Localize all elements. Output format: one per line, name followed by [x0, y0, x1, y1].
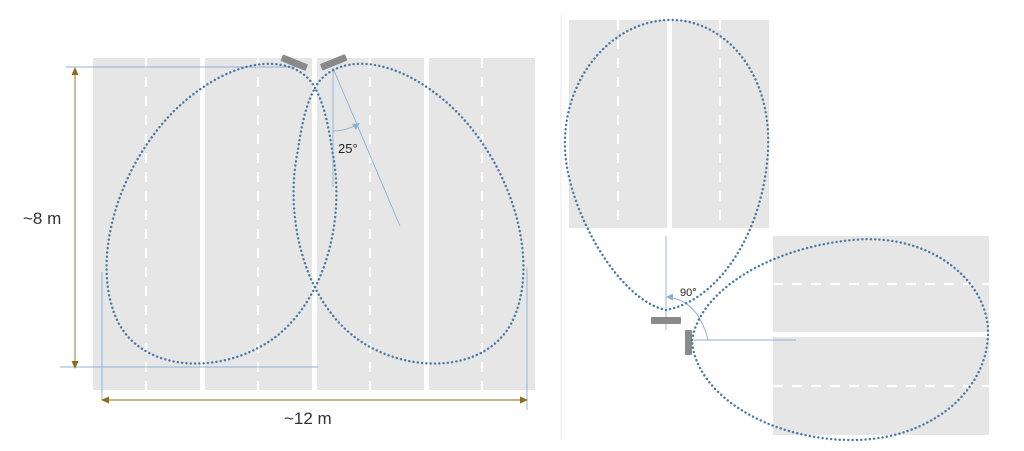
- arrowhead-left: [101, 396, 109, 404]
- coverage-zone-right: [292, 62, 525, 365]
- width-label: ~12 m: [284, 409, 332, 428]
- sensor-right: [320, 54, 348, 71]
- right-angle-indicator: 90°: [666, 287, 709, 341]
- arrowhead-down: [71, 361, 79, 369]
- parking-bay: [93, 58, 200, 390]
- left-parking-area: [93, 58, 535, 390]
- angle-label: 90°: [680, 287, 697, 299]
- parking-bay: [205, 58, 312, 390]
- right-diagram: 90°: [563, 18, 990, 442]
- parking-bay: [773, 337, 989, 435]
- coverage-zone-up: [563, 18, 770, 312]
- right-vertical-parking-area: [569, 20, 769, 228]
- arrowhead-right: [520, 396, 528, 404]
- left-sensors: [280, 54, 348, 71]
- parking-bay: [317, 58, 424, 390]
- angle-arrowhead: [352, 123, 360, 130]
- left-angle-indicator: 25°: [332, 67, 401, 227]
- tilted-axis-line: [332, 67, 401, 227]
- angle-arrowhead: [666, 293, 673, 301]
- height-label: ~8 m: [23, 209, 61, 228]
- left-diagram: ~8 m ~12 m 25°: [23, 54, 535, 428]
- left-dimensions: ~8 m ~12 m: [23, 66, 528, 428]
- right-horizontal-parking-area: [773, 236, 989, 435]
- arrowhead-up: [71, 67, 79, 75]
- coverage-zone-right: [690, 237, 990, 442]
- sensor-top: [651, 317, 681, 324]
- sensor-side: [685, 330, 692, 355]
- parking-bay: [773, 236, 989, 332]
- coverage-zone-left: [105, 62, 338, 365]
- parking-bay: [429, 58, 535, 390]
- angle-label: 25°: [338, 141, 358, 156]
- sensor-left: [280, 54, 308, 71]
